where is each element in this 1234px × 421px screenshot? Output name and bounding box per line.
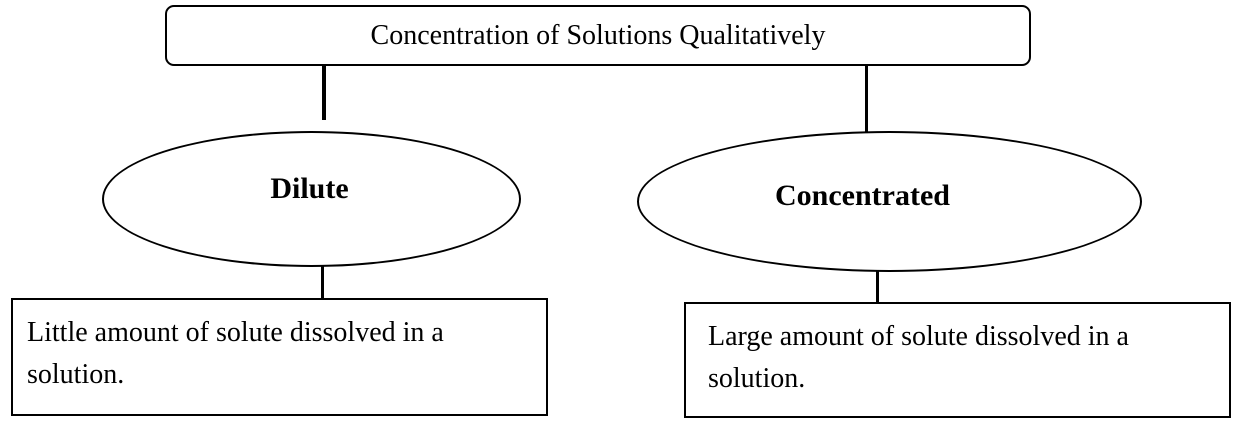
connector-root-to-concentrated (865, 66, 868, 133)
root-node-title: Concentration of Solutions Qualitatively (370, 19, 826, 51)
dilute-node: Dilute (102, 131, 521, 267)
dilute-definition-text: Little amount of solute dissolved in a s… (27, 317, 444, 390)
concentrated-node: Concentrated (637, 131, 1142, 272)
root-node-box: Concentration of Solutions Qualitatively (165, 5, 1031, 66)
connector-root-to-dilute (322, 66, 326, 120)
concentrated-definition-text: Large amount of solute dissolved in a so… (708, 321, 1129, 394)
concentrated-definition-box: Large amount of solute dissolved in a so… (684, 302, 1231, 418)
dilute-definition-box: Little amount of solute dissolved in a s… (11, 298, 548, 416)
concentrated-label: Concentrated (775, 178, 950, 212)
connector-dilute-to-definition (321, 265, 324, 298)
connector-concentrated-to-definition (876, 271, 879, 302)
dilute-label: Dilute (270, 172, 349, 205)
